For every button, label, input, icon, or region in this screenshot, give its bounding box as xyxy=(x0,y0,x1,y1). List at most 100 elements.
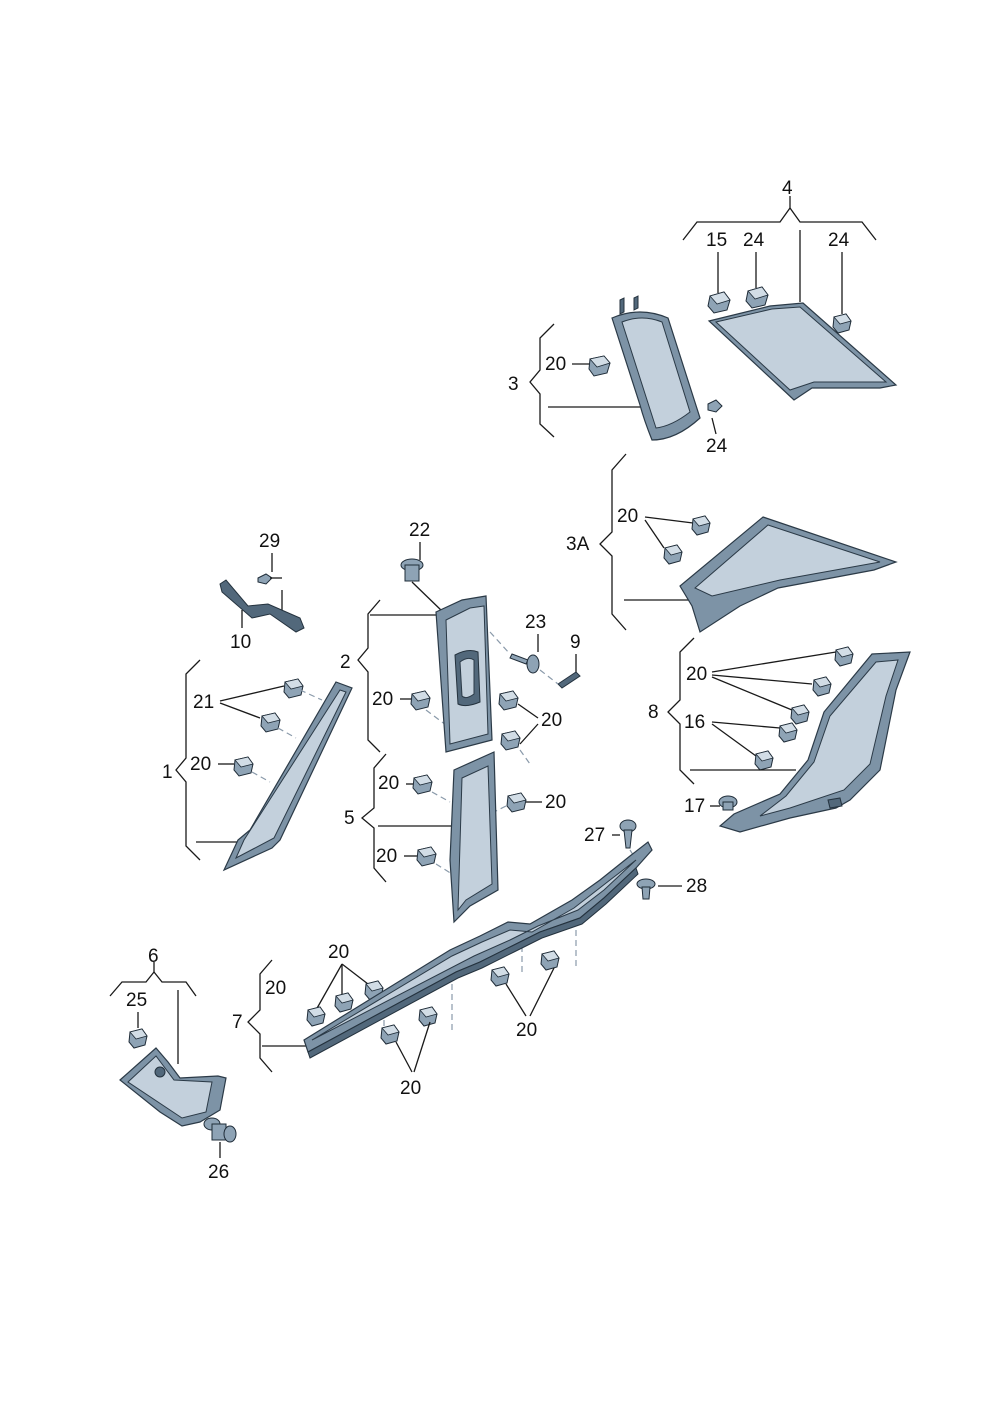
dash-23 xyxy=(489,631,511,655)
label-20-part5-c: 20 xyxy=(376,846,397,867)
part-8-tab xyxy=(827,797,843,809)
screw-27 xyxy=(619,819,637,849)
label-22: 22 xyxy=(409,520,430,541)
clip-15 xyxy=(707,291,731,314)
part-3-tabs xyxy=(619,295,639,315)
leader-20-part7-c1 xyxy=(395,1041,413,1073)
part-3A-group: 3A 20 xyxy=(566,453,898,633)
clip-20-part8-b xyxy=(812,676,832,697)
label-2: 2 xyxy=(340,652,351,673)
part-4-group: 4 15 24 24 xyxy=(682,178,898,401)
screw-28 xyxy=(636,878,656,900)
label-24-a: 24 xyxy=(743,230,765,251)
clip-20-part7-d1 xyxy=(490,966,510,987)
label-20-part1: 20 xyxy=(190,754,211,775)
label-28: 28 xyxy=(686,876,707,897)
label-24-part3: 24 xyxy=(706,436,728,457)
label-1: 1 xyxy=(162,762,173,783)
part-5-pillar-face xyxy=(457,765,493,912)
bracket-7 xyxy=(247,959,273,1073)
part-27-28-group: 27 28 xyxy=(584,819,707,900)
label-26: 26 xyxy=(208,1162,229,1183)
label-5: 5 xyxy=(344,808,355,829)
dash-20-part5-c xyxy=(435,863,453,875)
label-4: 4 xyxy=(782,178,793,199)
label-9: 9 xyxy=(570,632,581,653)
label-20-part7-c: 20 xyxy=(400,1078,421,1099)
clip-16-a xyxy=(778,722,798,743)
label-20-part7-b: 20 xyxy=(328,942,349,963)
label-10: 10 xyxy=(230,632,251,653)
label-27: 27 xyxy=(584,825,605,846)
fastener-17 xyxy=(718,795,738,811)
bracket-8 xyxy=(667,637,695,785)
clip-9 xyxy=(557,671,581,689)
label-3: 3 xyxy=(508,374,519,395)
label-20-part2-a: 20 xyxy=(372,689,393,710)
label-17: 17 xyxy=(684,796,705,817)
part-6-hole xyxy=(154,1066,166,1078)
clip-20-part5-c xyxy=(416,846,437,867)
dash-20-part5-a xyxy=(431,791,451,803)
part-2-group: 22 2 20 23 9 xyxy=(340,520,581,765)
clip-25 xyxy=(128,1028,148,1049)
part-10-group: 29 10 xyxy=(219,531,305,653)
leader-20-part8-c xyxy=(711,676,793,711)
clip-16-b xyxy=(754,750,774,771)
label-20-part3: 20 xyxy=(545,354,566,375)
leader-20-part3A-b xyxy=(644,519,665,549)
label-24-b: 24 xyxy=(828,230,850,251)
clip-20-part7-b2 xyxy=(334,992,354,1013)
leader-20-part7-b3 xyxy=(341,963,369,985)
label-20-part5-a: 20 xyxy=(378,773,399,794)
clip-21-a xyxy=(283,678,304,699)
label-20-part2-b: 20 xyxy=(541,710,562,731)
dash-9 xyxy=(539,669,559,685)
label-20-part3A: 20 xyxy=(617,506,638,527)
leader-20-part8-a xyxy=(711,651,837,673)
leader-20-part2-b2 xyxy=(519,723,539,745)
part-3-pillar-face xyxy=(621,317,691,429)
part-7-sill-edge xyxy=(307,867,639,1059)
clip-20-part3A-b xyxy=(663,544,683,565)
label-20-part7-a: 20 xyxy=(265,978,286,999)
part-5-group: 5 20 20 20 xyxy=(344,751,566,924)
belt-guide-inner xyxy=(459,657,475,699)
fastener-22 xyxy=(400,558,424,582)
bracket-3 xyxy=(529,323,555,438)
leader-20-part7-d2 xyxy=(529,967,555,1017)
bracket-3A xyxy=(599,453,627,631)
leader-16-b xyxy=(711,723,757,757)
label-16: 16 xyxy=(684,712,705,733)
label-29: 29 xyxy=(259,531,280,552)
part-1-group: 1 21 20 xyxy=(162,659,353,872)
part-3A-panel-face xyxy=(694,524,881,597)
screw-23 xyxy=(509,653,540,674)
leader-16-a xyxy=(711,721,781,729)
leader-21-b xyxy=(219,702,261,719)
clip-20-part7-c1 xyxy=(380,1024,400,1045)
dash-21-a xyxy=(299,689,323,701)
leader-20-part2-b1 xyxy=(517,703,539,719)
label-8: 8 xyxy=(648,702,659,723)
part-1-pillar-face xyxy=(234,689,347,860)
clip-20-part2-b1 xyxy=(498,690,519,711)
part-8-panel-face xyxy=(759,659,899,817)
dash-20-part2-b xyxy=(519,749,531,765)
label-3A: 3A xyxy=(566,534,590,555)
clip-20-part7-b1 xyxy=(306,1006,326,1027)
label-23: 23 xyxy=(525,612,546,633)
bracket-2 xyxy=(357,599,381,753)
clip-20-part2-b2 xyxy=(500,730,521,751)
leader-20-part8-b xyxy=(711,674,813,685)
bracket-1 xyxy=(175,659,201,861)
clip-20-part7-c2 xyxy=(418,1006,438,1027)
clip-24-b xyxy=(832,313,852,334)
part-6-kick-panel-face xyxy=(127,1055,213,1119)
fastener-29 xyxy=(257,573,282,585)
leader-20-part7-c2 xyxy=(413,1021,431,1073)
label-15: 15 xyxy=(706,230,727,251)
part-4-panel-face xyxy=(714,306,888,391)
